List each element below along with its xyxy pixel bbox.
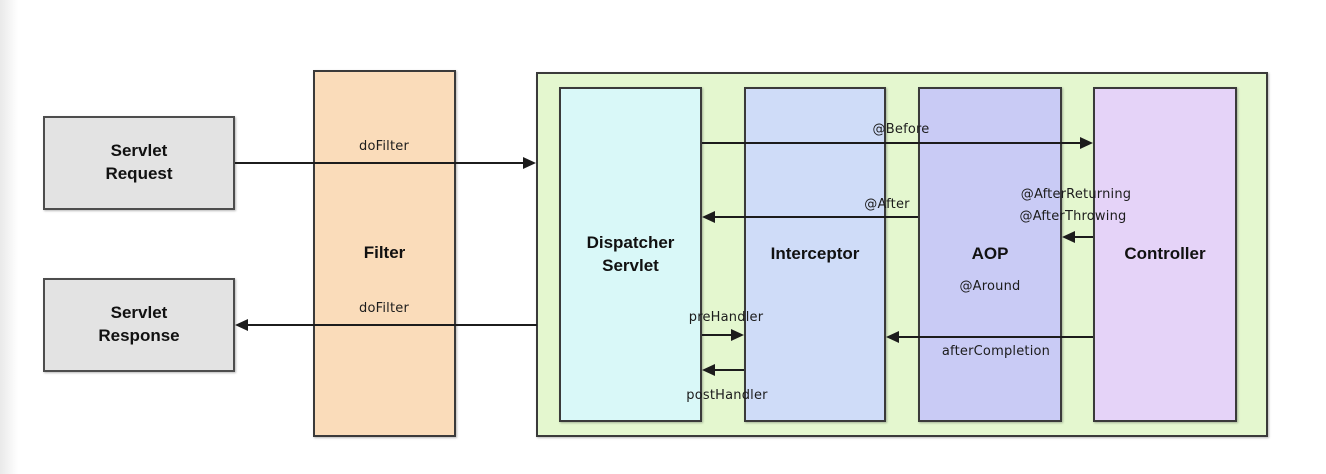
controller-label: Controller [1124, 244, 1206, 264]
edge-label-before: @Before [872, 122, 930, 137]
edge-label-dofilter-request: doFilter [358, 139, 410, 154]
arrow-dofilter-response [248, 324, 537, 326]
edge-label-after-returning: @AfterReturning [1020, 187, 1132, 202]
arrowhead-left-icon [886, 331, 899, 343]
servlet-response-label: Servlet Response [98, 303, 180, 345]
arrowhead-right-icon [1080, 137, 1093, 149]
arrowhead-right-icon [731, 329, 744, 341]
aop-box: AOP [918, 87, 1062, 422]
dispatcher-servlet-box: Dispatcher Servlet [559, 87, 702, 422]
interceptor-box: Interceptor [744, 87, 886, 422]
aop-label: AOP [971, 244, 1009, 264]
servlet-request-box: Servlet Request [43, 116, 235, 210]
arrowhead-left-icon [702, 364, 715, 376]
servlet-request-label: Servlet Request [105, 141, 173, 183]
arrow-prehandler [702, 334, 731, 336]
edge-label-around: @Around [959, 279, 1021, 294]
arrow-after [715, 216, 918, 218]
arrow-aftercompletion [899, 336, 1093, 338]
edge-label-aftercompletion: afterCompletion [941, 344, 1051, 359]
arrowhead-left-icon [1062, 231, 1075, 243]
filter-label: Filter [363, 243, 406, 263]
arrowhead-right-icon [523, 157, 536, 169]
servlet-response-box: Servlet Response [43, 278, 235, 372]
edge-label-dofilter-response: doFilter [358, 301, 410, 316]
arrow-posthandler [715, 369, 744, 371]
arrowhead-left-icon [702, 211, 715, 223]
edge-label-posthandler: postHandler [686, 388, 768, 403]
arrow-after-returning [1075, 236, 1093, 238]
arrow-before [702, 142, 1080, 144]
filter-box: Filter [313, 70, 456, 437]
edge-label-after: @After [864, 197, 910, 212]
interceptor-label: Interceptor [770, 244, 860, 264]
controller-box: Controller [1093, 87, 1237, 422]
arrowhead-left-icon [235, 319, 248, 331]
page-edge-shade [0, 0, 18, 474]
arrow-dofilter-request [235, 162, 523, 164]
edge-label-after-throwing: @AfterThrowing [1019, 209, 1127, 224]
edge-label-prehandler: preHandler [688, 310, 764, 325]
dispatcher-servlet-label: Dispatcher Servlet [586, 232, 675, 275]
